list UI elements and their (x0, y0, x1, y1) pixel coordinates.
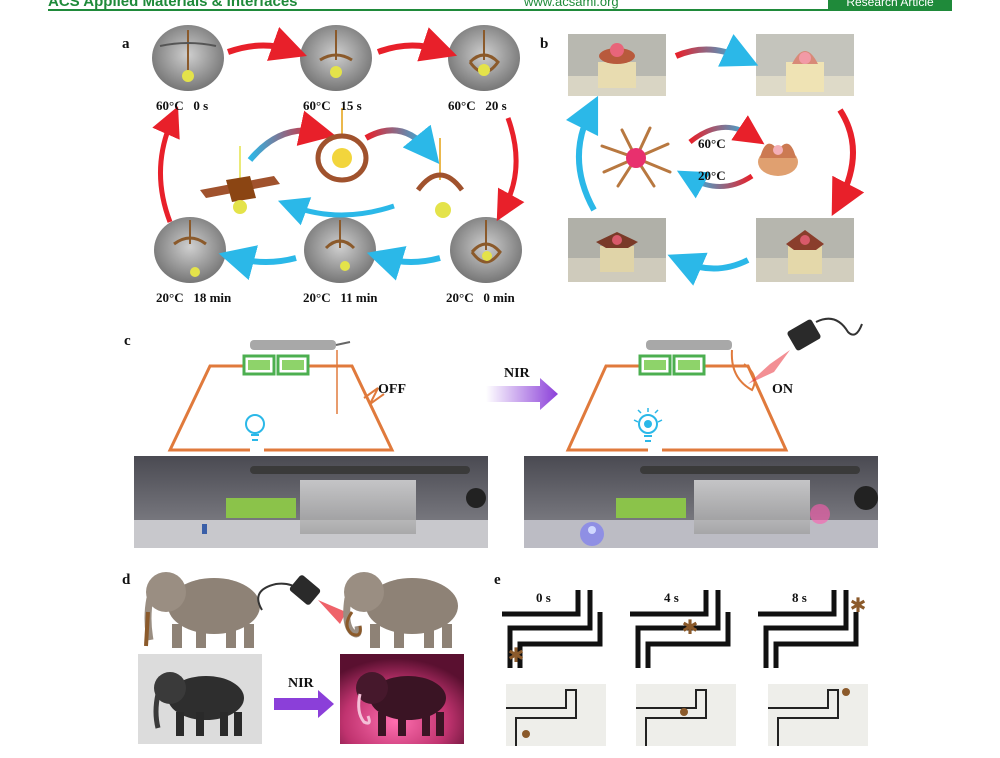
caption-a-2: 60°C 20 s (448, 98, 507, 113)
photo-a-20c-0min (450, 217, 522, 283)
photo-b-top-right (756, 34, 854, 96)
nir-arrow-d (274, 690, 334, 718)
laser-icon-d (257, 575, 346, 624)
caption-a-3: 20°C 18 min (156, 290, 232, 305)
photo-d-after (340, 654, 464, 744)
photo-c-on (524, 456, 878, 548)
caption-a-1: 60°C 15 s (303, 98, 362, 113)
photo-b-top-left (568, 34, 666, 96)
arrow-a-1 (227, 26, 307, 61)
photo-a-60c-20s (448, 25, 520, 91)
nir-arrow-c (486, 378, 558, 410)
arrow-b-cool (676, 170, 754, 199)
arrow-b-3 (667, 252, 750, 286)
arrow-b-heat (688, 115, 765, 145)
schematic-a-open-cage (415, 138, 465, 218)
article-type-badge: Research Article (828, 0, 952, 9)
label-b-hot: 60°C (698, 136, 726, 151)
journal-site: www.acsami.org (524, 0, 619, 9)
elephant-cartoon-right (343, 572, 458, 648)
panel-d-label: d (122, 572, 131, 588)
arrow-b-1 (674, 34, 759, 67)
photo-b-bottom-right (756, 218, 854, 282)
elephant-cartoon-left (144, 572, 260, 648)
arrow-a-6 (152, 106, 180, 223)
time-e-1: 4 s (664, 590, 679, 605)
maze-0s: ✱ (502, 590, 603, 668)
photo-a-60c-15s (300, 25, 372, 91)
photo-c-off (134, 456, 488, 548)
panel-a (152, 25, 525, 283)
switch-off-label: OFF (378, 382, 406, 397)
switch-on-label: ON (772, 382, 793, 397)
caption-a-4: 20°C 11 min (303, 290, 378, 305)
label-b-cold: 20°C (698, 168, 726, 183)
photo-a-60c-0s (152, 25, 224, 91)
photo-d-before (138, 654, 262, 744)
schematic-a-flat-cross (200, 146, 280, 214)
svg-text:✱: ✱ (682, 617, 699, 639)
circuit-off (167, 340, 395, 452)
svg-text:✱: ✱ (508, 645, 525, 667)
bulb-off-icon (245, 414, 265, 441)
panel-b-label: b (540, 36, 549, 52)
laser-icon-c (748, 317, 863, 384)
panel-e-label: e (494, 572, 501, 588)
flower-open-icon (600, 126, 672, 188)
caption-a-0: 60°C 0 s (156, 98, 209, 113)
journal-name: ACS Applied Materials & Interfaces (48, 0, 298, 10)
arrow-a-cool (364, 124, 440, 164)
journal-header: ACS Applied Materials & Interfaces www.a… (0, 0, 1000, 12)
nir-label-c: NIR (504, 366, 530, 381)
arrow-a-3 (496, 117, 525, 222)
photo-a-20c-11min (304, 217, 376, 283)
flower-closed-icon (758, 143, 798, 176)
maze-4s: ✱ (630, 590, 731, 668)
maze-photo-0s (506, 684, 606, 746)
panel-e: ✱ ✱ ✱ (502, 590, 868, 746)
arrow-a-heat (247, 110, 336, 162)
circuit-on (565, 317, 863, 452)
maze-8s: ✱ (758, 590, 866, 668)
maze-photo-4s (636, 684, 736, 746)
arrow-a-5 (218, 245, 297, 281)
arrow-a-return (277, 197, 395, 226)
maze-photo-8s (768, 684, 868, 746)
arrow-b-4 (565, 95, 599, 212)
arrow-a-4 (366, 246, 441, 281)
svg-text:✱: ✱ (850, 595, 867, 617)
schematic-a-closed-cage (315, 108, 369, 183)
time-e-2: 8 s (792, 590, 807, 605)
time-e-0: 0 s (536, 590, 551, 605)
header-rule (48, 9, 952, 11)
panel-b (565, 34, 865, 286)
panel-c (134, 317, 878, 548)
nir-label-d: NIR (288, 676, 314, 691)
panel-c-label: c (124, 333, 131, 349)
photo-a-20c-18min (154, 217, 226, 283)
arrow-a-2 (376, 27, 458, 62)
caption-a-5: 20°C 0 min (446, 290, 515, 305)
panel-a-label: a (122, 36, 130, 52)
bulb-on-icon (633, 408, 663, 442)
photo-b-bottom-left (568, 218, 666, 282)
panel-d (138, 572, 464, 744)
arrow-b-2 (831, 108, 865, 216)
